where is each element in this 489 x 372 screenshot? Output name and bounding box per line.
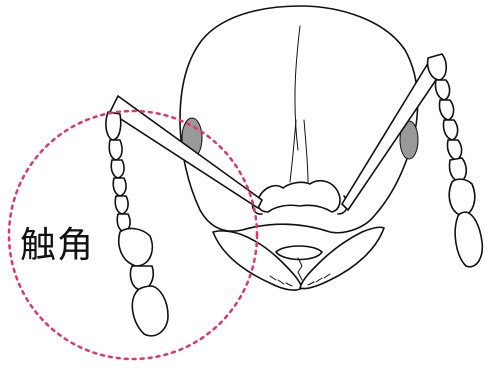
antenna-right-seg-2 <box>435 80 449 100</box>
mouth-center <box>298 258 302 280</box>
antenna-left-seg-3 <box>111 160 124 178</box>
antenna-left-seg-7 <box>119 229 153 266</box>
antenna-right-seg-3 <box>439 100 453 120</box>
antenna-left-seg-4 <box>113 178 126 196</box>
antenna-right-seg-5 <box>447 140 461 160</box>
labrum <box>276 246 322 260</box>
antenna-right-seg-4 <box>443 120 457 140</box>
antenna-right-club <box>455 212 482 267</box>
antenna-left-club <box>132 286 168 336</box>
mandible-left <box>213 231 302 290</box>
antenna-left-seg-5 <box>115 196 128 214</box>
antenna-right-seg-7 <box>449 179 475 216</box>
antenna-label: 触角 <box>20 226 94 266</box>
antenna-left-seg-2 <box>109 140 122 160</box>
antenna-left-seg-1 <box>106 112 121 140</box>
antenna-right-seg-6 <box>449 158 466 182</box>
